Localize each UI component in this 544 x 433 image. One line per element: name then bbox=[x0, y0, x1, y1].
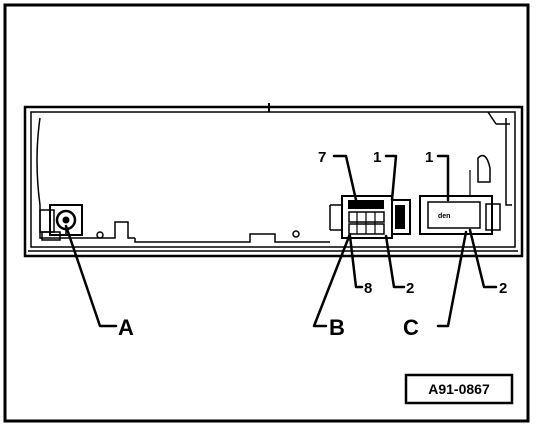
radio-unit-rear bbox=[23, 103, 524, 258]
leader-7 bbox=[332, 154, 358, 202]
label-b: B bbox=[329, 315, 345, 340]
leader-c bbox=[436, 230, 468, 328]
leader-lines bbox=[64, 154, 498, 328]
label-8: 8 bbox=[364, 280, 372, 297]
label-7: 7 bbox=[318, 149, 326, 166]
reference-code: A91-0867 bbox=[428, 381, 490, 397]
connector-c-marking: den bbox=[438, 213, 450, 220]
label-a: A bbox=[118, 315, 134, 340]
leader-1-left bbox=[384, 154, 398, 202]
connector-c: den bbox=[419, 154, 501, 235]
reference-box: A91-0867 bbox=[404, 373, 514, 405]
label-2-left: 2 bbox=[406, 280, 414, 297]
leader-b bbox=[312, 232, 352, 328]
leader-a bbox=[64, 224, 118, 328]
label-2-right: 2 bbox=[499, 280, 507, 297]
leader-1-right bbox=[436, 154, 450, 202]
label-1-left: 1 bbox=[373, 149, 381, 166]
leader-2-left bbox=[384, 234, 406, 289]
leader-8 bbox=[348, 234, 364, 289]
leader-2-right bbox=[468, 228, 498, 289]
connector-b bbox=[329, 195, 411, 239]
label-c: C bbox=[403, 315, 419, 340]
label-1-right: 1 bbox=[425, 149, 433, 166]
outer-frame bbox=[3, 3, 530, 423]
antenna-socket bbox=[49, 204, 83, 236]
